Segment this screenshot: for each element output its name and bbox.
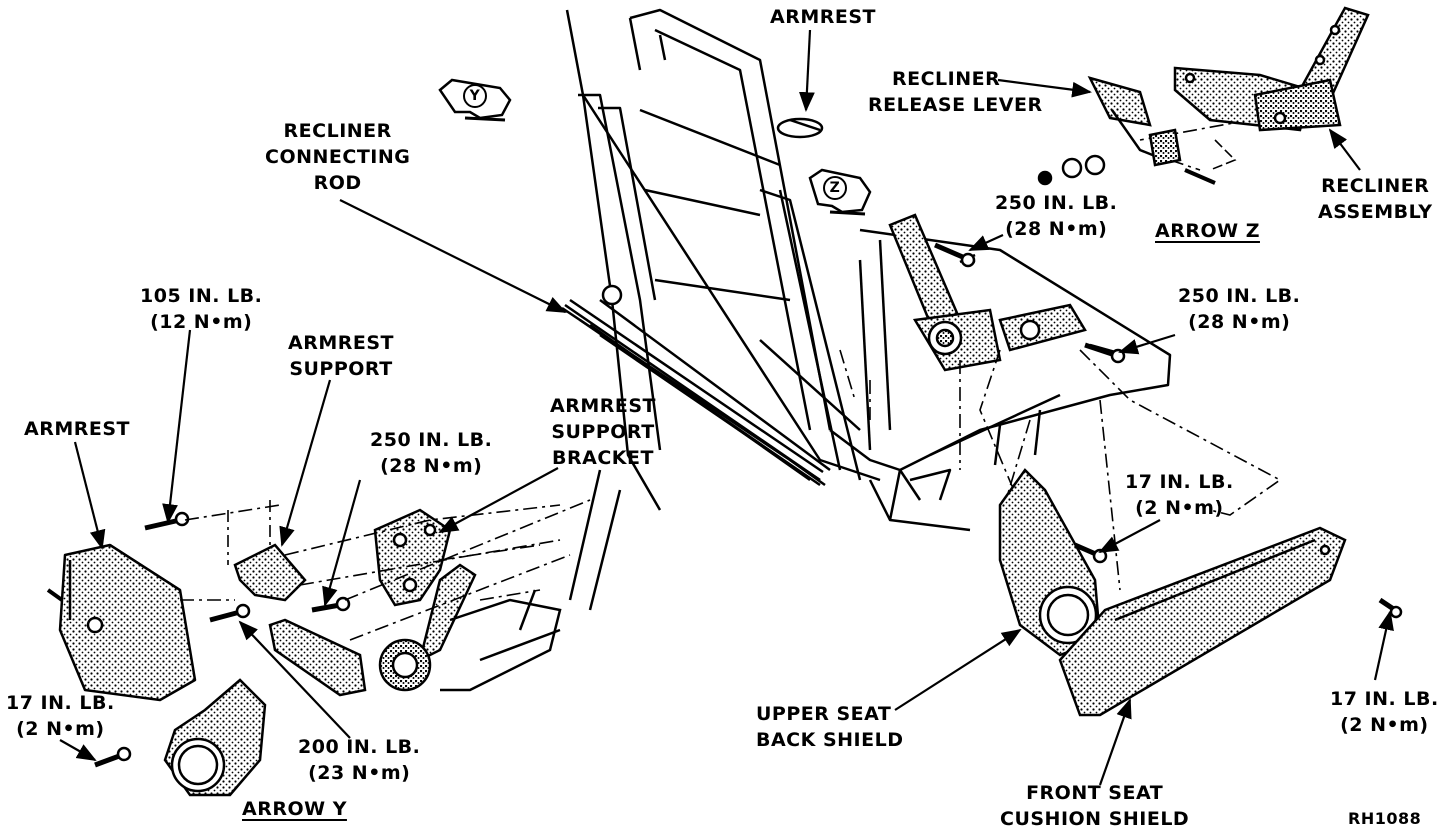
- label-arrow-z: ARROW Z: [1155, 220, 1260, 242]
- label-armrest-left: ARMREST: [24, 418, 130, 440]
- upper-seat-back-shield-part: [998, 468, 1108, 657]
- label-front-seat-cushion-shield: FRONT SEAT CUSHION SHIELD: [1000, 782, 1190, 830]
- lower-bracket-part: [209, 596, 432, 697]
- view-marker-z: Z: [829, 180, 841, 196]
- label-torque-17-right: 17 IN. LB. (2 N•m): [1330, 688, 1439, 736]
- label-recliner-release-lever: RECLINER RELEASE LEVER: [868, 68, 1043, 116]
- label-torque-17-left: 17 IN. LB. (2 N•m): [6, 692, 115, 740]
- label-torque-250-mid: 250 IN. LB. (28 N•m): [370, 429, 493, 477]
- front-seat-cushion-shield-part: [1058, 526, 1403, 717]
- label-recliner-assembly: RECLINER ASSEMBLY: [1318, 175, 1433, 223]
- arrow-y-shield: [94, 678, 267, 797]
- support-bracket-part: [373, 508, 477, 663]
- view-arrow-y: [438, 78, 512, 122]
- label-torque-105: 105 IN. LB. (12 N•m): [140, 285, 263, 333]
- figure-code: RH1088: [1348, 809, 1422, 828]
- label-torque-17-mid: 17 IN. LB. (2 N•m): [1125, 471, 1234, 519]
- seat-cushion-frame: [829, 228, 1172, 532]
- label-armrest-top: ARMREST: [770, 6, 876, 28]
- label-recliner-connecting-rod: RECLINER CONNECTING ROD: [265, 120, 411, 194]
- label-torque-250-top: 250 IN. LB. (28 N•m): [995, 192, 1118, 240]
- armrest-assembly: [46, 543, 197, 702]
- label-torque-200: 200 IN. LB. (23 N•m): [298, 736, 421, 784]
- view-marker-y: Y: [469, 88, 481, 104]
- label-arrow-y: ARROW Y: [242, 798, 347, 820]
- label-upper-seat-back-shield: UPPER SEAT BACK SHIELD: [756, 703, 904, 751]
- label-armrest-support: ARMREST SUPPORT: [288, 332, 394, 380]
- label-torque-250-right: 250 IN. LB. (28 N•m): [1178, 285, 1301, 333]
- label-armrest-support-bracket: ARMREST SUPPORT BRACKET: [550, 395, 656, 469]
- arrow-z-detail: [1037, 6, 1370, 186]
- view-arrow-z: [808, 168, 872, 216]
- recliner-connecting-rod: [564, 284, 826, 487]
